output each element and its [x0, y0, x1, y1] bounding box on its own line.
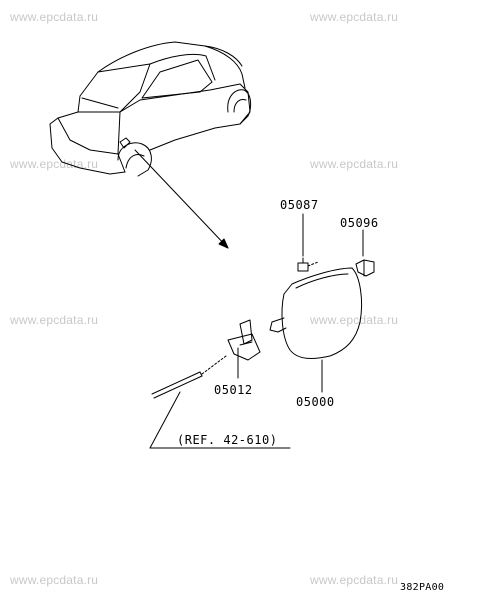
diagram-code: 382PA00 — [400, 582, 445, 593]
car-fuel-lid — [119, 137, 131, 149]
car-roof — [97, 41, 246, 89]
part-number-05000[interactable]: 05000 — [296, 395, 335, 409]
ref-leader-diagonal — [149, 391, 181, 449]
car-windshield — [77, 63, 151, 113]
opener-cable — [151, 355, 227, 399]
watermark-bottom-right: www.epcdata.ru — [310, 573, 399, 587]
bumper-05096 — [355, 259, 375, 277]
car-illustration — [49, 41, 252, 177]
watermark-mid-right: www.epcdata.ru — [310, 157, 399, 171]
car-hood — [49, 111, 126, 175]
clip-05087 — [297, 257, 319, 272]
watermark-lower-left: www.epcdata.ru — [10, 313, 99, 327]
part-number-05012[interactable]: 05012 — [214, 383, 253, 397]
watermark-top-right: www.epcdata.ru — [310, 10, 399, 24]
watermark-mid-left: www.epcdata.ru — [10, 157, 99, 171]
car-front-wheel — [117, 142, 152, 177]
door-hinge-arm — [269, 317, 287, 333]
watermark-bottom-left: www.epcdata.ru — [10, 573, 99, 587]
car-body-side — [119, 83, 251, 151]
car-rear-wheel — [227, 89, 252, 125]
watermark-lower-right: www.epcdata.ru — [310, 313, 399, 327]
leader-arrow-head — [218, 238, 229, 249]
leader-arrow-line — [134, 149, 229, 249]
car-side-window — [141, 59, 213, 99]
watermark-top-left: www.epcdata.ru — [10, 10, 99, 24]
reference-label[interactable]: (REF. 42-610) — [177, 433, 278, 447]
part-number-05096[interactable]: 05096 — [340, 216, 379, 230]
part-number-05087[interactable]: 05087 — [280, 198, 319, 212]
fuel-filler-door — [269, 267, 363, 359]
latch-05012 — [227, 319, 261, 361]
